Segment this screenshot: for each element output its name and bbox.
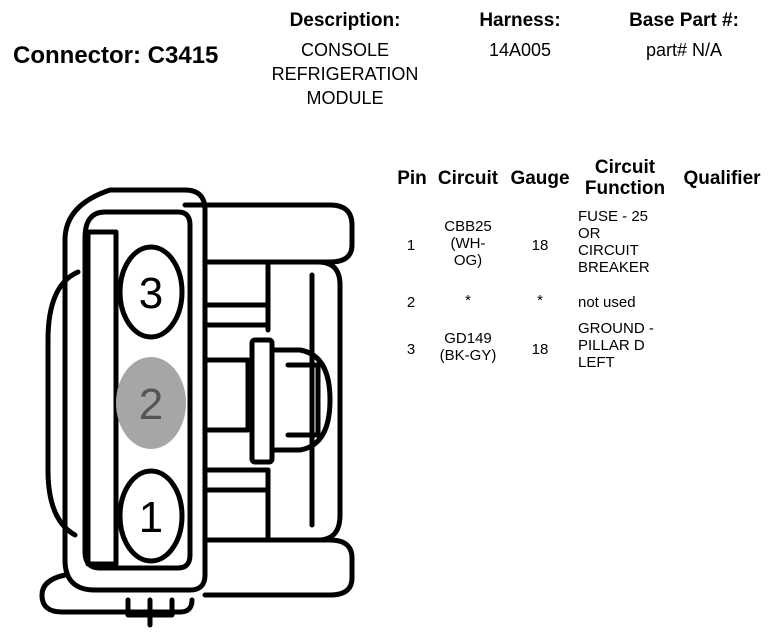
function-line: CIRCUIT: [578, 242, 639, 259]
circuit-function-header-line: Circuit: [594, 157, 656, 178]
circuit-line: *: [465, 292, 471, 309]
circuit-line: GD149: [444, 330, 492, 347]
function-line: GROUND -: [578, 320, 654, 337]
pin-1: 1: [117, 468, 185, 564]
gauge-header: Gauge: [510, 168, 570, 189]
housing-bottom-latch: [39, 572, 195, 615]
pin-2: 2: [116, 357, 186, 449]
table-row-pin: 1: [406, 237, 416, 254]
housing-top-flange: [182, 202, 355, 265]
function-line: PILLAR D: [578, 337, 645, 354]
table-row-function: FUSE - 25 OR CIRCUIT BREAKER: [578, 208, 676, 276]
pin-cavity: [117, 244, 185, 340]
table-row-function: not used: [578, 294, 676, 311]
lock-tab-inner: [285, 362, 321, 438]
connector-housing: [39, 187, 355, 628]
table-row-gauge: 18: [531, 237, 549, 254]
connector-title: Connector: C3415: [13, 42, 219, 69]
harness-label: Harness:: [479, 10, 561, 31]
description-label: Description:: [289, 10, 401, 31]
pin-3: 3: [117, 244, 185, 340]
circuit-line: OG): [453, 252, 483, 269]
pin-cavity: [117, 468, 185, 564]
harness-value: 14A005: [488, 40, 552, 60]
description-line: REFRIGERATION: [271, 64, 419, 84]
function-line: FUSE - 25: [578, 208, 649, 225]
table-row-circuit: GD149 (BK-GY): [428, 330, 508, 364]
lock-tab-cap: [269, 347, 333, 453]
housing-outer-body: [62, 187, 208, 593]
pin-number: 2: [139, 380, 163, 429]
base-part-label: Base Part #:: [629, 10, 739, 31]
circuit-line: (BK-GY): [439, 347, 497, 364]
function-line: LEFT: [578, 354, 615, 371]
housing-inner-body: [82, 209, 193, 571]
circuit-line: CBB25: [444, 218, 492, 235]
table-row-circuit: CBB25 (WH- OG): [432, 218, 504, 269]
pin-cavity-unused: [116, 357, 186, 449]
circuit-function-header: Circuit Function: [574, 157, 676, 199]
table-row-gauge: *: [537, 292, 543, 309]
qualifier-header: Qualifier: [683, 168, 761, 189]
pin-header: Pin: [397, 168, 427, 189]
table-row-function: GROUND - PILLAR D LEFT: [578, 320, 676, 371]
lock-tab-base: [202, 357, 251, 433]
base-part-value: part# N/A: [645, 40, 723, 60]
function-line: BREAKER: [578, 259, 650, 276]
function-line: not used: [578, 294, 636, 311]
lock-tab-bar: [249, 337, 275, 465]
description-line: MODULE: [306, 88, 384, 108]
table-row-pin: 3: [406, 341, 416, 358]
function-line: OR: [578, 225, 601, 242]
table-row-pin: 2: [406, 294, 416, 311]
table-row-gauge: 18: [531, 341, 549, 358]
circuit-line: (WH-: [450, 235, 486, 252]
housing-right-body: [202, 259, 343, 543]
pin-number: 3: [139, 269, 163, 318]
circuit-header: Circuit: [437, 168, 499, 189]
pin-number: 1: [139, 493, 163, 542]
description-line: CONSOLE: [300, 40, 390, 60]
housing-bottom-flange: [202, 537, 355, 598]
keying-bar: [85, 229, 119, 567]
description-value: CONSOLE REFRIGERATION MODULE: [246, 38, 444, 110]
table-row-circuit: *: [432, 292, 504, 309]
housing-rib: [202, 322, 271, 473]
circuit-function-header-line: Function: [584, 178, 666, 199]
